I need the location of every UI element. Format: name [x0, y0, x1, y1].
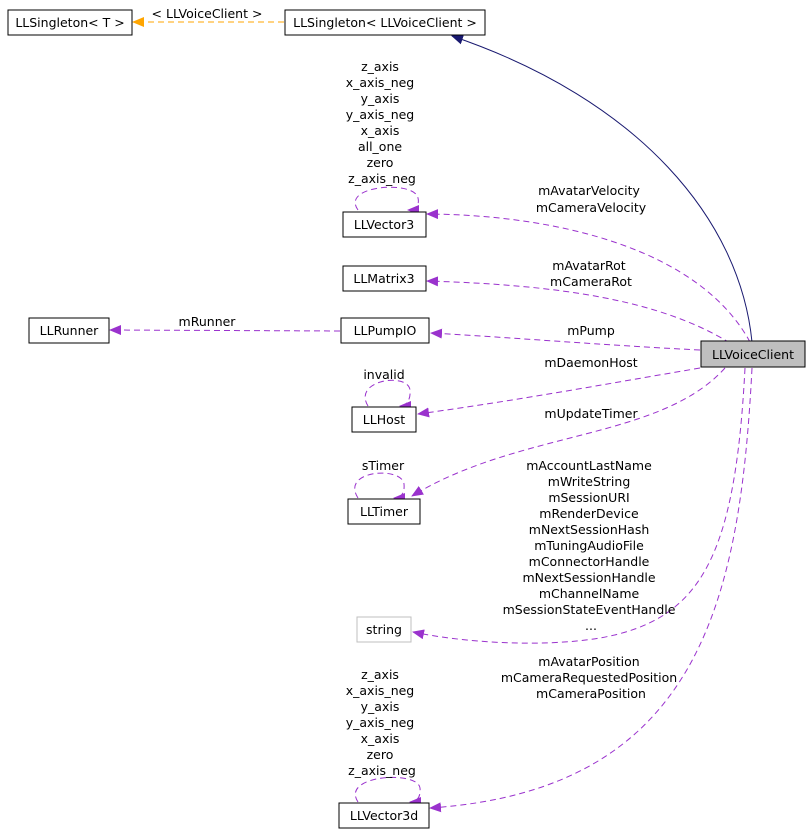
edge-host-self: [364, 379, 412, 411]
edge-position: [429, 367, 753, 813]
node-label: LLVector3: [354, 217, 414, 232]
edge-label-updatetimer: mUpdateTimer: [544, 406, 638, 421]
node-label: LLMatrix3: [353, 271, 414, 286]
node-label: LLSingleton< T >: [15, 15, 124, 30]
edges: [109, 17, 753, 813]
node-llmatrix3[interactable]: LLMatrix3: [342, 265, 427, 292]
edge-label-position: mAvatarPosition mCameraRequestedPosition…: [501, 654, 681, 701]
node-label: LLRunner: [40, 323, 100, 338]
edge-label-host-self: invalid: [363, 367, 404, 382]
node-label: LLVector3d: [350, 808, 418, 823]
edge-label-vector3d-self: z_axis x_axis_neg y_axis y_axis_neg x_ax…: [346, 667, 418, 778]
edge-pump: [430, 328, 701, 351]
edge-label-velocity: mAvatarVelocity mCameraVelocity: [536, 183, 647, 215]
node-llsingleton-t[interactable]: LLSingleton< T >: [7, 9, 133, 36]
edge-label-rot: mAvatarRot mCameraRot: [550, 258, 632, 289]
edge-label-vector3-self: z_axis x_axis_neg y_axis y_axis_neg x_ax…: [346, 59, 418, 186]
node-llrunner[interactable]: LLRunner: [28, 317, 110, 344]
edge-label-timer-self: sTimer: [362, 458, 405, 473]
edge-timer-self: [354, 472, 406, 503]
edge-label-runner: mRunner: [179, 314, 237, 329]
node-llhost[interactable]: LLHost: [351, 406, 417, 433]
edge-inherit: [451, 34, 753, 343]
node-label: LLPumpIO: [354, 323, 417, 338]
node-label: LLTimer: [360, 504, 409, 519]
node-llvector3d[interactable]: LLVector3d: [338, 802, 430, 829]
node-llvector3[interactable]: LLVector3: [342, 211, 427, 238]
edge-label-pump: mPump: [567, 323, 615, 338]
edge-velocity: [426, 209, 751, 343]
edge-label-strings: mAccountLastName mWriteString mSessionUR…: [503, 458, 680, 633]
node-lltimer[interactable]: LLTimer: [347, 498, 421, 525]
nodes: LLSingleton< T > LLSingleton< LLVoiceCli…: [7, 9, 806, 829]
edge-vector3-self: [354, 186, 420, 215]
edge-vector3d-self: [354, 776, 422, 807]
node-string[interactable]: string: [356, 616, 412, 643]
edge-labels: < LLVoiceClient > z_axis x_axis_neg y_ax…: [152, 6, 681, 778]
edge-daemon: [417, 367, 701, 418]
edge-runner: [109, 325, 341, 336]
edge-rot: [426, 276, 731, 344]
node-label: LLVoiceClient: [712, 347, 794, 362]
node-label: LLHost: [363, 412, 405, 427]
node-label: string: [366, 622, 402, 637]
node-llvoiceclient[interactable]: LLVoiceClient: [700, 340, 806, 368]
node-label: LLSingleton< LLVoiceClient >: [293, 15, 477, 30]
node-llsingleton-llvoiceclient[interactable]: LLSingleton< LLVoiceClient >: [284, 9, 486, 36]
node-llpumpio[interactable]: LLPumpIO: [340, 317, 430, 344]
edge-label-template: < LLVoiceClient >: [152, 6, 263, 21]
edge-label-daemon: mDaemonHost: [544, 355, 637, 370]
edge-updatetimer: [411, 367, 726, 497]
